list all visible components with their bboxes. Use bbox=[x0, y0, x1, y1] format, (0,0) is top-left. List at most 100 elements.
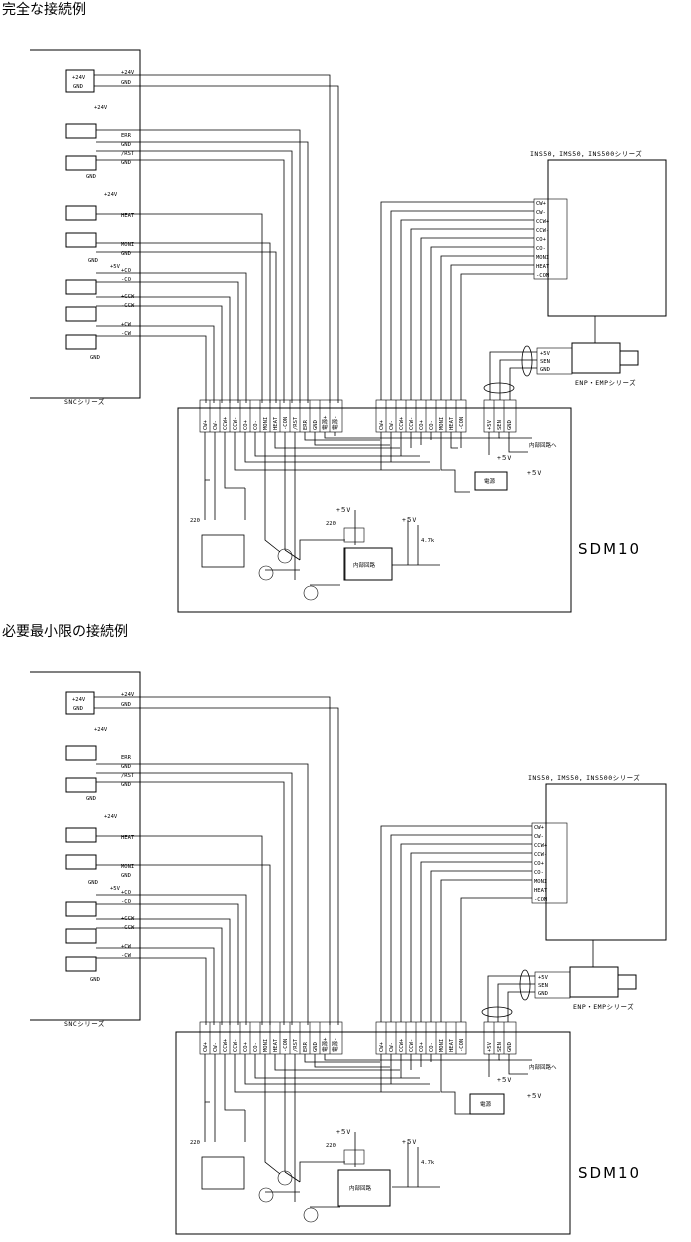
complete-schematic: SNCシリーズ +24V GND bbox=[30, 49, 667, 613]
svg-text:CCW+: CCW+ bbox=[399, 416, 405, 430]
enp-series-label: ENP・EMPシリーズ bbox=[575, 378, 636, 387]
svg-text:MONI: MONI bbox=[439, 1039, 445, 1052]
enp-unit-min: +5V SEN GND ENP・EMPシリーズ bbox=[481, 940, 637, 1022]
svg-text:内部回路へ: 内部回路へ bbox=[529, 1063, 557, 1071]
svg-text:CCW+: CCW+ bbox=[399, 1038, 405, 1052]
svg-text:/RST: /RST bbox=[121, 151, 135, 157]
svg-text:GND: GND bbox=[90, 355, 100, 361]
svg-text:HEAT: HEAT bbox=[121, 213, 135, 219]
sdm10-unit-min: SDM10 CW+ CW- CCW+ CCW- CO+ CO- MONI HEA… bbox=[175, 1021, 641, 1235]
sdm10-label: SDM10 bbox=[578, 540, 641, 558]
svg-text:HEAT: HEAT bbox=[121, 835, 135, 841]
svg-text:MONI: MONI bbox=[263, 417, 269, 430]
svg-text:GND: GND bbox=[121, 764, 131, 770]
svg-text:CO+: CO+ bbox=[536, 237, 547, 243]
snc-unit: SNCシリーズ +24V GND bbox=[30, 49, 339, 406]
minimum-connection-heading: 必要最小限の接続例 bbox=[2, 624, 128, 640]
svg-text:/RST: /RST bbox=[293, 1038, 299, 1052]
svg-text:HEAT: HEAT bbox=[449, 416, 455, 430]
svg-text:CW+: CW+ bbox=[536, 201, 547, 207]
svg-text:HEAT: HEAT bbox=[536, 264, 550, 270]
svg-text:GND: GND bbox=[73, 706, 83, 712]
svg-text:CCW+: CCW+ bbox=[223, 416, 229, 430]
svg-text:電源-: 電源- bbox=[331, 416, 339, 430]
svg-text:ERR: ERR bbox=[303, 1041, 309, 1052]
svg-text:CO-: CO- bbox=[536, 246, 546, 252]
sdm10-unit: SDM10 CW+ CW- CCW+ CCW- CO+ CO- MONI HEA… bbox=[177, 399, 641, 613]
svg-text:CW-: CW- bbox=[534, 834, 544, 840]
svg-text:GND: GND bbox=[86, 174, 96, 180]
svg-text:SEN: SEN bbox=[497, 1042, 503, 1052]
svg-text:+CCW: +CCW bbox=[121, 294, 135, 300]
svg-text:CCW-: CCW- bbox=[233, 1039, 239, 1052]
svg-text:-CON: -CON bbox=[534, 897, 547, 903]
svg-text:CCW-: CCW- bbox=[534, 852, 547, 858]
svg-text:CW-: CW- bbox=[536, 210, 546, 216]
svg-text:CCW-: CCW- bbox=[409, 417, 415, 430]
svg-text:GND: GND bbox=[88, 880, 98, 886]
svg-text:+5V: +5V bbox=[110, 886, 121, 892]
svg-text:CW-: CW- bbox=[213, 1042, 219, 1052]
svg-text:+24V: +24V bbox=[94, 105, 108, 111]
svg-text:+CW: +CW bbox=[121, 944, 132, 950]
sdm10-left-terminal-block: CW+ CW- CCW+ CCW- CO+ CO- MONI HEAT -CON… bbox=[199, 399, 343, 433]
power-block-box bbox=[474, 471, 508, 491]
svg-text:GND: GND bbox=[538, 991, 548, 997]
snc-optocouplers bbox=[65, 123, 97, 350]
svg-text:内部回路へ: 内部回路へ bbox=[529, 441, 557, 449]
svg-text:GND: GND bbox=[121, 251, 131, 257]
snc-unit-min: SNCシリーズ +24V GND +24V bbox=[30, 671, 339, 1028]
svg-text:-CON: -CON bbox=[536, 273, 549, 279]
ins-unit-min: INS50，IMS50，INS500シリーズ CW+ CW- CCW+ CCW-… bbox=[380, 773, 667, 1022]
svg-text:GND: GND bbox=[121, 782, 131, 788]
svg-text:内部回路: 内部回路 bbox=[353, 561, 376, 569]
svg-text:GND: GND bbox=[121, 873, 131, 879]
svg-text:GND: GND bbox=[313, 1042, 319, 1052]
svg-text:CW+: CW+ bbox=[534, 825, 545, 831]
svg-text:GND: GND bbox=[121, 160, 131, 166]
svg-text:INS50，IMS50，INS500シリーズ: INS50，IMS50，INS500シリーズ bbox=[528, 773, 640, 782]
complete-connection-heading: 完全な接続例 bbox=[2, 2, 86, 18]
svg-text:MONI: MONI bbox=[536, 255, 549, 261]
svg-text:+CCW: +CCW bbox=[121, 916, 135, 922]
svg-text:-CCW: -CCW bbox=[121, 925, 135, 931]
svg-text:GND: GND bbox=[121, 80, 131, 86]
svg-text:電源: 電源 bbox=[484, 477, 496, 485]
minimum-schematic: SNCシリーズ +24V GND +24V bbox=[30, 671, 667, 1235]
sdm10-right-terminal-block: CW+ CW- CCW+ CCW- CO+ CO- MONI HEAT -CON bbox=[375, 399, 467, 433]
svg-text:CW+: CW+ bbox=[379, 419, 385, 430]
svg-text:-CW: -CW bbox=[121, 331, 132, 337]
snc-series-label: SNCシリーズ bbox=[64, 397, 105, 406]
svg-text:+5V: +5V bbox=[538, 975, 549, 981]
svg-text:+24V: +24V bbox=[121, 692, 135, 698]
enp-unit: +5V SEN GND ENP・EMPシリーズ bbox=[483, 316, 639, 400]
svg-text:CCW-: CCW- bbox=[409, 1039, 415, 1052]
diagram-complete: SNCシリーズ +24V GND bbox=[0, 0, 691, 620]
svg-text:ERR: ERR bbox=[303, 419, 309, 430]
snc-power-box bbox=[65, 69, 95, 93]
svg-text:GND: GND bbox=[507, 1042, 513, 1052]
svg-text:内部回路: 内部回路 bbox=[349, 1184, 372, 1192]
svg-text:220: 220 bbox=[190, 518, 200, 524]
svg-text:ERR: ERR bbox=[121, 133, 132, 139]
svg-text:+CO: +CO bbox=[121, 268, 131, 274]
svg-text:+24V: +24V bbox=[94, 727, 108, 733]
svg-text:SDM10: SDM10 bbox=[578, 1164, 641, 1182]
svg-text:+5V: +5V bbox=[540, 351, 551, 357]
svg-text:-CCW: -CCW bbox=[121, 303, 135, 309]
svg-text:MONI: MONI bbox=[263, 1039, 269, 1052]
svg-text:CO-: CO- bbox=[429, 420, 435, 430]
svg-text:/RST: /RST bbox=[293, 416, 299, 430]
svg-text:CO+: CO+ bbox=[243, 419, 249, 430]
svg-text:+５V: +５V bbox=[402, 1138, 416, 1146]
svg-text:CCW-: CCW- bbox=[233, 417, 239, 430]
svg-text:+５V: +５V bbox=[336, 1128, 350, 1136]
svg-text:CW+: CW+ bbox=[379, 1041, 385, 1052]
svg-text:+24V: +24V bbox=[104, 814, 118, 820]
svg-text:+５V: +５V bbox=[402, 516, 416, 524]
svg-text:HEAT: HEAT bbox=[273, 1038, 279, 1052]
svg-text:-CON: -CON bbox=[459, 417, 465, 430]
svg-text:+５V: +５V bbox=[527, 1092, 541, 1100]
svg-text:+24V: +24V bbox=[72, 697, 86, 703]
svg-text:CW+: CW+ bbox=[203, 1041, 209, 1052]
